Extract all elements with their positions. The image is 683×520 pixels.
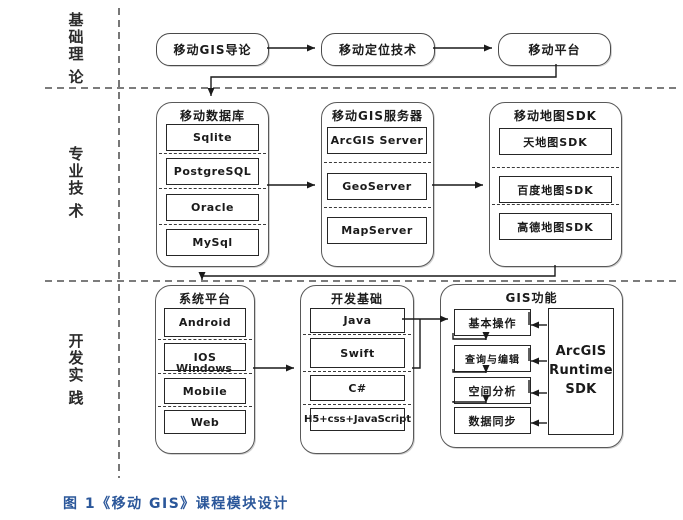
dashed-separator <box>159 188 266 189</box>
section-label-theory: 基 础 理 论 <box>67 12 85 86</box>
container-title: GIS功能 <box>505 291 558 305</box>
item-query-edit: 查询与编辑 <box>454 345 531 372</box>
item-label: Java <box>343 314 372 327</box>
item-arcgis-server: ArcGIS Server <box>327 127 427 154</box>
node-label: 移动平台 <box>528 43 581 57</box>
sdk-line: ArcGIS <box>555 344 607 360</box>
label-char: 践 <box>68 389 84 407</box>
dashed-separator <box>492 204 619 205</box>
container-title: 移动GIS服务器 <box>332 109 423 123</box>
container-gis-functions: GIS功能 基本操作 查询与编辑 空间分析 数据同步 ArcGIS Runtim… <box>440 284 623 448</box>
label-char: 开 <box>68 332 84 350</box>
item-label: 天地图SDK <box>523 135 588 149</box>
container-gis-server: 移动GIS服务器 ArcGIS Server GeoServer MapServ… <box>321 102 434 267</box>
item-oracle: Oracle <box>166 194 259 221</box>
dashed-separator <box>492 167 619 168</box>
arrow-platform-to-database <box>207 64 557 96</box>
dashed-separator <box>159 153 266 154</box>
item-sqlite: Sqlite <box>166 124 259 151</box>
dashed-separator <box>303 371 411 372</box>
label-char: 术 <box>68 202 84 220</box>
container-system-platform: 系统平台 Android IOS Windows Mobile Web <box>155 285 255 454</box>
item-label: Sqlite <box>192 131 233 144</box>
item-label: PostgreSQL <box>173 165 252 178</box>
container-dev-basis: 开发基础 Java Swift C# H5+css+JavaScript <box>300 285 414 454</box>
item-label: 基本操作 <box>468 316 517 330</box>
item-h5-css-js: H5+css+JavaScript <box>304 408 411 431</box>
item-spatial-analysis: 空间分析 <box>454 377 531 404</box>
item-label: 百度地图SDK <box>517 183 594 197</box>
container-title: 移动数据库 <box>179 109 245 123</box>
label-char: 专 <box>68 145 84 163</box>
dashed-separator <box>324 207 431 208</box>
item-gaode-sdk: 高德地图SDK <box>499 213 612 240</box>
container-title: 系统平台 <box>178 292 231 306</box>
dashed-separator <box>324 162 431 163</box>
container-title: 移动地图SDK <box>514 109 597 123</box>
item-data-sync: 数据同步 <box>454 407 531 434</box>
item-java: Java <box>310 308 405 333</box>
item-label: Mobile <box>182 384 228 398</box>
item-postgresql: PostgreSQL <box>166 158 259 185</box>
label-char: 理 <box>68 45 84 63</box>
dashed-separator <box>303 404 411 405</box>
label-char: 论 <box>68 68 84 86</box>
item-label: IOS <box>193 350 217 364</box>
item-label: MapServer <box>341 224 413 237</box>
item-label: MySql <box>192 236 233 249</box>
node-mobile-positioning: 移动定位技术 <box>321 33 435 66</box>
item-label: GeoServer <box>342 180 412 193</box>
item-label: ArcGIS Server <box>330 134 424 147</box>
item-label: Windows <box>176 362 232 375</box>
item-arcgis-runtime-sdk: ArcGIS Runtime SDK <box>548 308 614 435</box>
sdk-line: Runtime <box>549 363 613 379</box>
arrow-mapsdk-to-platformbox <box>198 265 556 280</box>
section-label-technology: 专 业 技 术 <box>67 146 85 220</box>
item-label: H5+css+JavaScript <box>303 414 412 425</box>
item-label: 查询与编辑 <box>465 355 520 366</box>
item-ios: IOS <box>164 343 246 371</box>
item-windows-overlay: Windows <box>166 362 242 375</box>
node-label: 移动定位技术 <box>338 43 417 57</box>
dashed-separator <box>159 224 266 225</box>
node-label: 移动GIS导论 <box>173 43 252 57</box>
dashed-separator <box>158 339 252 340</box>
item-label: 空间分析 <box>468 384 517 398</box>
item-web: Web <box>164 410 246 434</box>
item-csharp: C# <box>310 375 405 401</box>
item-basic-operations: 基本操作 <box>454 309 531 336</box>
label-char: 基 <box>68 11 84 29</box>
item-tianditu-sdk: 天地图SDK <box>499 128 612 155</box>
label-char: 础 <box>68 28 84 46</box>
item-label: Oracle <box>191 201 234 214</box>
item-label: Swift <box>340 346 375 360</box>
dashed-separator <box>158 373 252 374</box>
item-label: Web <box>190 415 220 429</box>
item-label: 数据同步 <box>468 414 517 428</box>
label-char: 发 <box>68 349 84 367</box>
item-label: 高德地图SDK <box>517 220 594 234</box>
dashed-separator <box>158 406 252 407</box>
item-label: C# <box>348 381 367 395</box>
item-android: Android <box>164 308 246 337</box>
node-gis-intro: 移动GIS导论 <box>156 33 269 66</box>
item-baidu-sdk: 百度地图SDK <box>499 176 612 203</box>
item-swift: Swift <box>310 338 405 368</box>
container-title: 开发基础 <box>330 292 383 306</box>
item-label: Android <box>178 316 232 329</box>
sdk-line: SDK <box>565 381 597 397</box>
item-mysql: MySql <box>166 229 259 256</box>
item-mapserver: MapServer <box>327 217 427 244</box>
label-char: 业 <box>68 162 84 180</box>
label-char: 实 <box>68 366 84 384</box>
item-mobile: Mobile <box>164 378 246 404</box>
section-label-practice: 开 发 实 践 <box>67 333 85 407</box>
label-char: 技 <box>68 179 84 197</box>
figure-caption: 图 1《移动 GIS》课程模块设计 <box>63 496 289 512</box>
container-map-sdk: 移动地图SDK 天地图SDK 百度地图SDK 高德地图SDK <box>489 102 622 267</box>
container-mobile-database: 移动数据库 Sqlite PostgreSQL Oracle MySql <box>156 102 269 267</box>
dashed-separator <box>303 334 411 335</box>
node-mobile-platform: 移动平台 <box>498 33 611 66</box>
item-geoserver: GeoServer <box>327 173 427 200</box>
